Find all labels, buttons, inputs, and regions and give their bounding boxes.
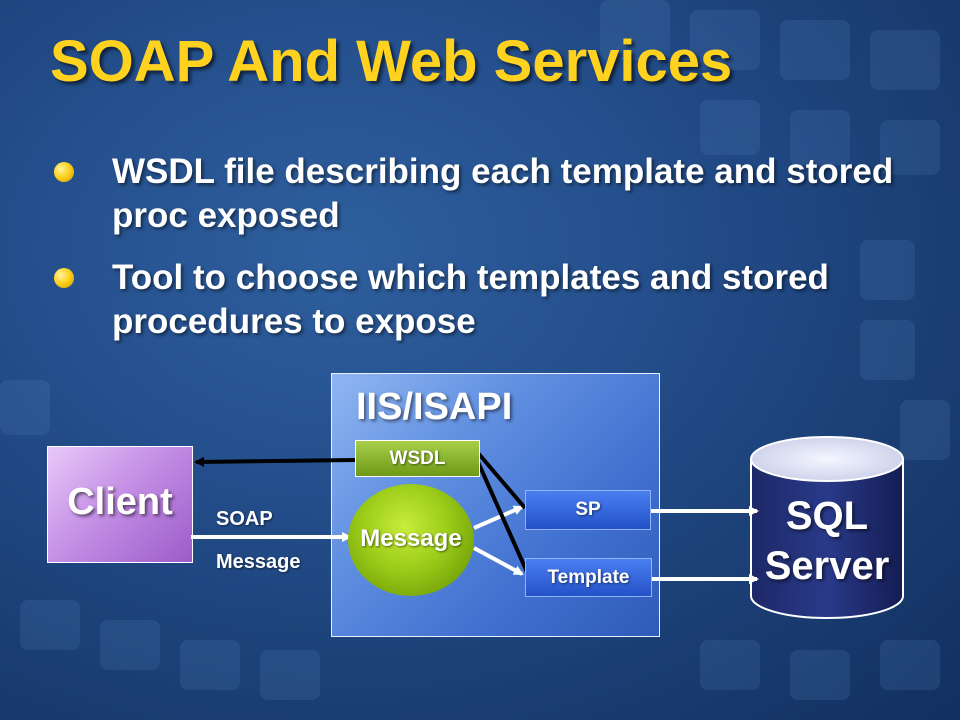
- bullet-dot-icon: [54, 268, 74, 288]
- bullet-item: WSDL file describing each template and s…: [50, 150, 930, 238]
- template-box: Template: [525, 558, 652, 597]
- sql-label: SQL: [785, 494, 869, 538]
- bullet-text: Tool to choose which templates and store…: [112, 258, 829, 341]
- client-label: Client: [67, 481, 173, 523]
- sql-server-database-icon: [750, 436, 904, 619]
- client-box: Client: [47, 446, 193, 563]
- iis-isapi-label: IIS/ISAPI: [356, 386, 513, 428]
- slide-title: SOAP And Web Services: [50, 29, 733, 94]
- bullet-list: WSDL file describing each template and s…: [50, 150, 930, 362]
- wsdl-box: WSDL: [355, 440, 480, 477]
- server-label: Server: [764, 544, 890, 588]
- message-ellipse: Message: [348, 484, 474, 596]
- sp-box: SP: [525, 490, 651, 530]
- soap-label: SOAP: [216, 508, 273, 530]
- bullet-item: Tool to choose which templates and store…: [50, 256, 930, 344]
- message-label: Message: [360, 525, 462, 552]
- bullet-dot-icon: [54, 162, 74, 182]
- bullet-text: WSDL file describing each template and s…: [112, 152, 894, 235]
- soap-message-label: Message: [216, 551, 301, 573]
